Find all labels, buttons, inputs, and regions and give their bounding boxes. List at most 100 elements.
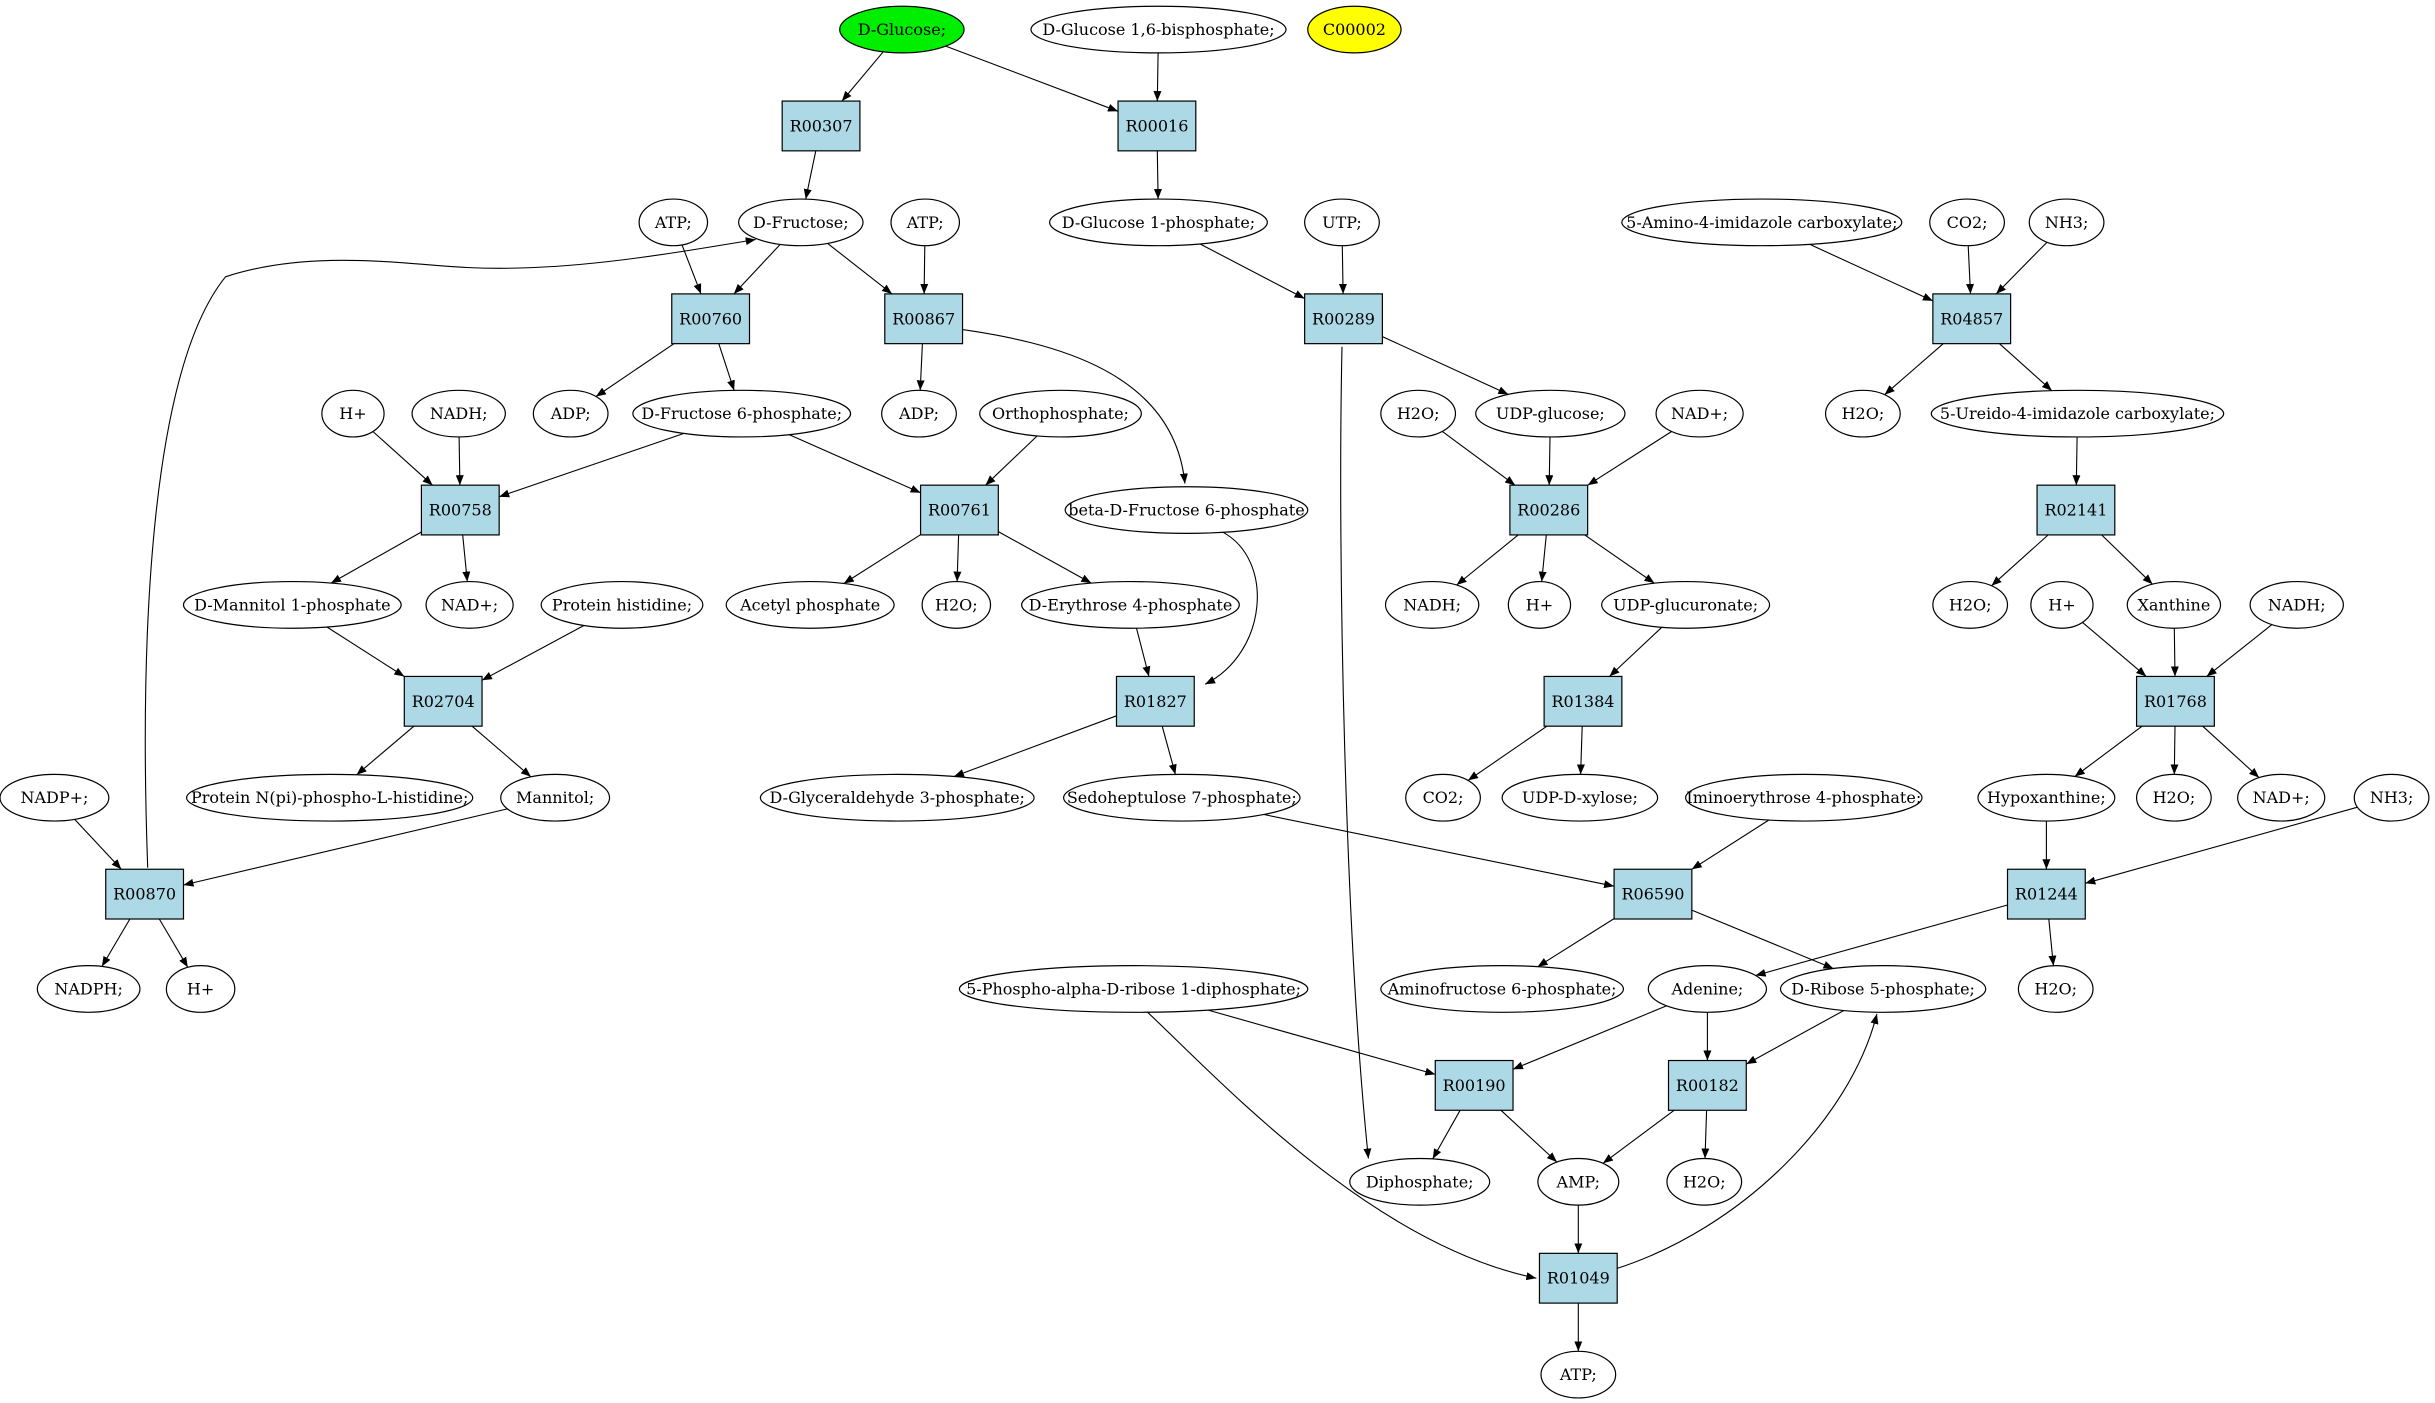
compound-node-adp2[interactable]: ADP; <box>881 389 957 438</box>
compound-node-ortho[interactable]: Orthophosphate; <box>979 389 1142 438</box>
compound-node-h2o3[interactable]: H2O; <box>921 580 992 629</box>
reaction-node-r01827[interactable]: R01827 <box>1115 675 1195 727</box>
reaction-node-r00307[interactable]: R00307 <box>781 100 861 152</box>
compound-ellipse <box>1307 5 1402 54</box>
compound-node-ie4p[interactable]: Iminoerythrose 4-phosphate; <box>1685 773 1923 822</box>
compound-node-bf6p[interactable]: beta-D-Fructose 6-phosphate <box>1064 486 1309 534</box>
compound-node-e4p[interactable]: D-Erythrose 4-phosphate <box>1021 580 1240 629</box>
reaction-node-r01049[interactable]: R01049 <box>1538 1252 1618 1304</box>
edge-r00289-to-udpg <box>1382 336 1509 395</box>
compound-ellipse <box>921 580 992 629</box>
reaction-node-r01384[interactable]: R01384 <box>1543 675 1623 727</box>
compound-node-nadp[interactable]: NADP+; <box>0 773 110 822</box>
compound-node-co2b[interactable]: CO2; <box>1405 773 1481 822</box>
reaction-node-r06590[interactable]: R06590 <box>1613 868 1693 920</box>
compound-node-h2o2[interactable]: H2O; <box>1824 389 1901 438</box>
compound-node-uica[interactable]: 5-Ureido-4-imidazole carboxylate; <box>1930 389 2225 438</box>
reaction-node-r00190[interactable]: R00190 <box>1434 1059 1514 1111</box>
reaction-label: R00182 <box>1676 1076 1739 1095</box>
compound-node-nadh2[interactable]: NADH; <box>1384 580 1480 629</box>
reaction-node-r00761[interactable]: R00761 <box>919 484 999 536</box>
compound-node-h2o1[interactable]: H2O; <box>1380 389 1457 438</box>
compound-node-nad2[interactable]: NAD+; <box>425 580 514 629</box>
compound-label: Mannitol; <box>516 788 594 807</box>
compound-node-nadph[interactable]: NADPH; <box>36 965 141 1013</box>
compound-node-xan[interactable]: Xanthine <box>2126 580 2222 629</box>
compound-node-h1[interactable]: H+ <box>321 389 385 438</box>
reaction-node-r00870[interactable]: R00870 <box>105 868 185 920</box>
compound-node-h4[interactable]: H+ <box>165 965 236 1013</box>
reaction-node-r02141[interactable]: R02141 <box>2036 484 2116 536</box>
compound-node-atp2[interactable]: ATP; <box>890 198 961 247</box>
compound-node-g16bp[interactable]: D-Glucose 1,6-bisphosphate; <box>1030 5 1287 54</box>
reaction-node-r00867[interactable]: R00867 <box>884 293 964 345</box>
compound-node-c00002[interactable]: C00002 <box>1307 5 1402 54</box>
compound-node-h2o5[interactable]: H2O; <box>2135 773 2212 822</box>
compound-node-mtl[interactable]: Mannitol; <box>500 773 611 822</box>
reaction-node-r01244[interactable]: R01244 <box>2006 868 2086 920</box>
compound-node-nad1[interactable]: NAD+; <box>1655 389 1744 438</box>
compound-node-nadh3[interactable]: NADH; <box>2249 580 2344 629</box>
reaction-node-r00016[interactable]: R00016 <box>1117 100 1197 152</box>
compound-node-utp[interactable]: UTP; <box>1304 198 1380 247</box>
compound-node-prpp[interactable]: 5-Phospho-alpha-D-ribose 1-diphosphate; <box>958 965 1309 1013</box>
compound-node-m1p[interactable]: D-Mannitol 1-phosphate <box>182 580 402 629</box>
reaction-node-r00289[interactable]: R00289 <box>1304 293 1383 345</box>
compound-node-nadh1[interactable]: NADH; <box>411 389 506 438</box>
compound-node-ade[interactable]: Adenine; <box>1647 965 1768 1013</box>
reaction-label: R06590 <box>1621 885 1684 904</box>
compound-node-g1p[interactable]: D-Glucose 1-phosphate; <box>1049 198 1268 247</box>
compound-node-nad3[interactable]: NAD+; <box>2237 773 2326 822</box>
compound-ellipse <box>1540 1350 1617 1399</box>
compound-node-h2o6[interactable]: H2O; <box>2017 965 2094 1013</box>
compound-node-fru[interactable]: D-Fructose; <box>738 198 864 247</box>
edge-r00760-to-adp1 <box>595 343 675 397</box>
compound-node-h2o4[interactable]: H2O; <box>1932 580 2009 629</box>
compound-label: CO2; <box>1423 788 1464 807</box>
compound-node-hyp[interactable]: Hypoxanthine; <box>1977 773 2116 822</box>
compound-node-af6p[interactable]: Aminofructose 6-phosphate; <box>1380 965 1625 1013</box>
reaction-label: R00758 <box>429 501 492 520</box>
compound-node-atp1[interactable]: ATP; <box>638 198 709 247</box>
compound-node-h3[interactable]: H+ <box>2030 580 2094 629</box>
reaction-node-r04857[interactable]: R04857 <box>1932 293 2012 345</box>
compound-node-s7p[interactable]: Sedoheptulose 7-phosphate; <box>1063 773 1301 822</box>
compound-ellipse <box>2237 773 2326 822</box>
compound-node-f6p[interactable]: D-Fructose 6-phosphate; <box>632 389 852 438</box>
compound-node-h2o7[interactable]: H2O; <box>1666 1157 1743 1206</box>
reaction-node-r01768[interactable]: R01768 <box>2135 675 2215 727</box>
compound-node-phis[interactable]: Protein histidine; <box>540 580 704 629</box>
compound-label: NH3; <box>2045 213 2089 232</box>
compound-node-ppi[interactable]: Diphosphate; <box>1349 1157 1491 1206</box>
reaction-box <box>105 868 185 920</box>
compound-ellipse <box>36 965 141 1013</box>
compound-node-udpga[interactable]: UDP-glucuronate; <box>1601 580 1771 629</box>
compound-node-nh3a[interactable]: NH3; <box>2028 198 2105 247</box>
compound-node-pnhis[interactable]: Protein N(pi)-phospho-L-histidine; <box>186 773 474 822</box>
compound-ellipse <box>1930 389 2225 438</box>
compound-node-h2[interactable]: H+ <box>1507 580 1572 629</box>
edge-r00761-to-h2o3 <box>953 534 962 582</box>
reaction-node-r00760[interactable]: R00760 <box>671 293 751 345</box>
compound-node-atp3[interactable]: ATP; <box>1540 1350 1617 1399</box>
compound-node-aica[interactable]: 5-Amino-4-imidazole carboxylate; <box>1621 198 1903 247</box>
reaction-node-r00182[interactable]: R00182 <box>1667 1059 1747 1111</box>
compound-node-udpx[interactable]: UDP-D-xylose; <box>1501 773 1659 822</box>
compound-node-glc[interactable]: D-Glucose; <box>839 5 965 54</box>
compound-node-co2a[interactable]: CO2; <box>1929 198 2005 247</box>
reaction-node-r00758[interactable]: R00758 <box>420 484 500 536</box>
compound-label: D-Ribose 5-phosphate; <box>1791 979 1975 998</box>
reaction-label: R01244 <box>2015 885 2078 904</box>
reaction-node-r00286[interactable]: R00286 <box>1509 484 1589 536</box>
compound-node-adp1[interactable]: ADP; <box>532 389 609 438</box>
compound-node-acp[interactable]: Acetyl phosphate <box>725 580 895 629</box>
edge-nad1-to-r00286 <box>1587 431 1672 486</box>
compound-node-udpg[interactable]: UDP-glucose; <box>1475 389 1626 438</box>
compound-node-r5p[interactable]: D-Ribose 5-phosphate; <box>1779 965 1987 1013</box>
compound-node-nh3b[interactable]: NH3; <box>2353 773 2430 822</box>
reaction-box <box>884 293 964 345</box>
compound-node-amp[interactable]: AMP; <box>1537 1157 1620 1206</box>
edge-r02704-to-mtl <box>471 725 532 778</box>
compound-node-gap[interactable]: D-Glyceraldehyde 3-phosphate; <box>759 773 1035 822</box>
reaction-node-r02704[interactable]: R02704 <box>403 675 483 727</box>
